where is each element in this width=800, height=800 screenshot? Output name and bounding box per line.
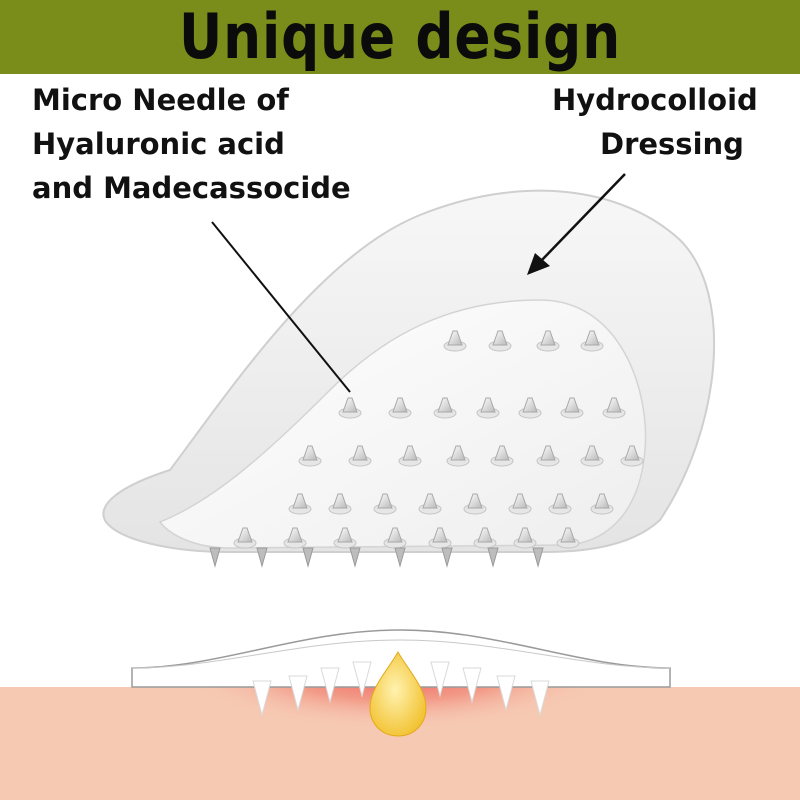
- dressing-label: Hydrocolloid Dressing: [552, 78, 758, 166]
- microneedle: [373, 493, 397, 515]
- microneedle: [490, 445, 514, 467]
- microneedle: [418, 493, 442, 515]
- microneedle: [476, 397, 500, 419]
- microneedle: [328, 493, 352, 515]
- microneedle: [513, 527, 537, 549]
- dressing-label-line-2: Dressing: [600, 127, 744, 161]
- microneedle: [590, 493, 614, 515]
- microneedle-array: [233, 330, 644, 549]
- skin-needle: [530, 680, 550, 717]
- needle-tip: [209, 547, 221, 568]
- microneedle: [580, 330, 604, 352]
- banner-title: Unique design: [178, 0, 622, 73]
- microneedle: [398, 445, 422, 467]
- skin-needle: [496, 675, 516, 712]
- skin-microneedles: [252, 661, 550, 717]
- microneedle: [473, 527, 497, 549]
- needle-tips: [209, 547, 544, 568]
- microneedle: [560, 397, 584, 419]
- title-banner: [0, 0, 800, 74]
- microneedle: [548, 493, 572, 515]
- microneedle: [428, 527, 452, 549]
- skin-needle: [352, 661, 372, 698]
- dressing-arrow: [527, 173, 626, 275]
- microneedle: [283, 527, 307, 549]
- microneedle: [536, 445, 560, 467]
- skin-needle: [288, 675, 308, 712]
- needle-tip: [349, 547, 361, 568]
- microneedle: [388, 397, 412, 419]
- needle-tip: [441, 547, 453, 568]
- microneedle: [433, 397, 457, 419]
- microneedle: [338, 397, 362, 419]
- microneedle: [446, 445, 470, 467]
- microneedle: [463, 493, 487, 515]
- microneedle: [333, 527, 357, 549]
- needle-tip: [394, 547, 406, 568]
- skin-needle: [320, 667, 340, 704]
- microneedle-label-line-3: and Madecassocide: [32, 171, 351, 205]
- microneedle: [518, 397, 542, 419]
- microneedle-label: Micro Needle of Hyaluronic acid and Made…: [32, 78, 351, 210]
- microneedle: [556, 527, 580, 549]
- dressing-label-line-1: Hydrocolloid: [552, 83, 758, 117]
- microneedle-label-line-2: Hyaluronic acid: [32, 127, 285, 161]
- microneedle: [233, 527, 257, 549]
- needle-tip: [302, 547, 314, 568]
- skin-needle: [252, 680, 272, 717]
- microneedle: [288, 493, 312, 515]
- microneedle: [348, 445, 372, 467]
- needle-tip: [532, 547, 544, 568]
- microneedle: [580, 445, 604, 467]
- skin-needle: [462, 667, 482, 704]
- microneedle: [620, 445, 644, 467]
- pimple: [369, 650, 427, 737]
- microneedle: [383, 527, 407, 549]
- microneedle: [602, 397, 626, 419]
- needle-tip: [487, 547, 499, 568]
- microneedle: [488, 330, 512, 352]
- microneedle: [443, 330, 467, 352]
- skin-needle: [430, 661, 450, 698]
- microneedle: [536, 330, 560, 352]
- needle-tip: [256, 547, 268, 568]
- microneedle: [298, 445, 322, 467]
- microneedle-pointer: [211, 221, 351, 393]
- microneedle-label-line-1: Micro Needle of: [32, 83, 289, 117]
- microneedle: [508, 493, 532, 515]
